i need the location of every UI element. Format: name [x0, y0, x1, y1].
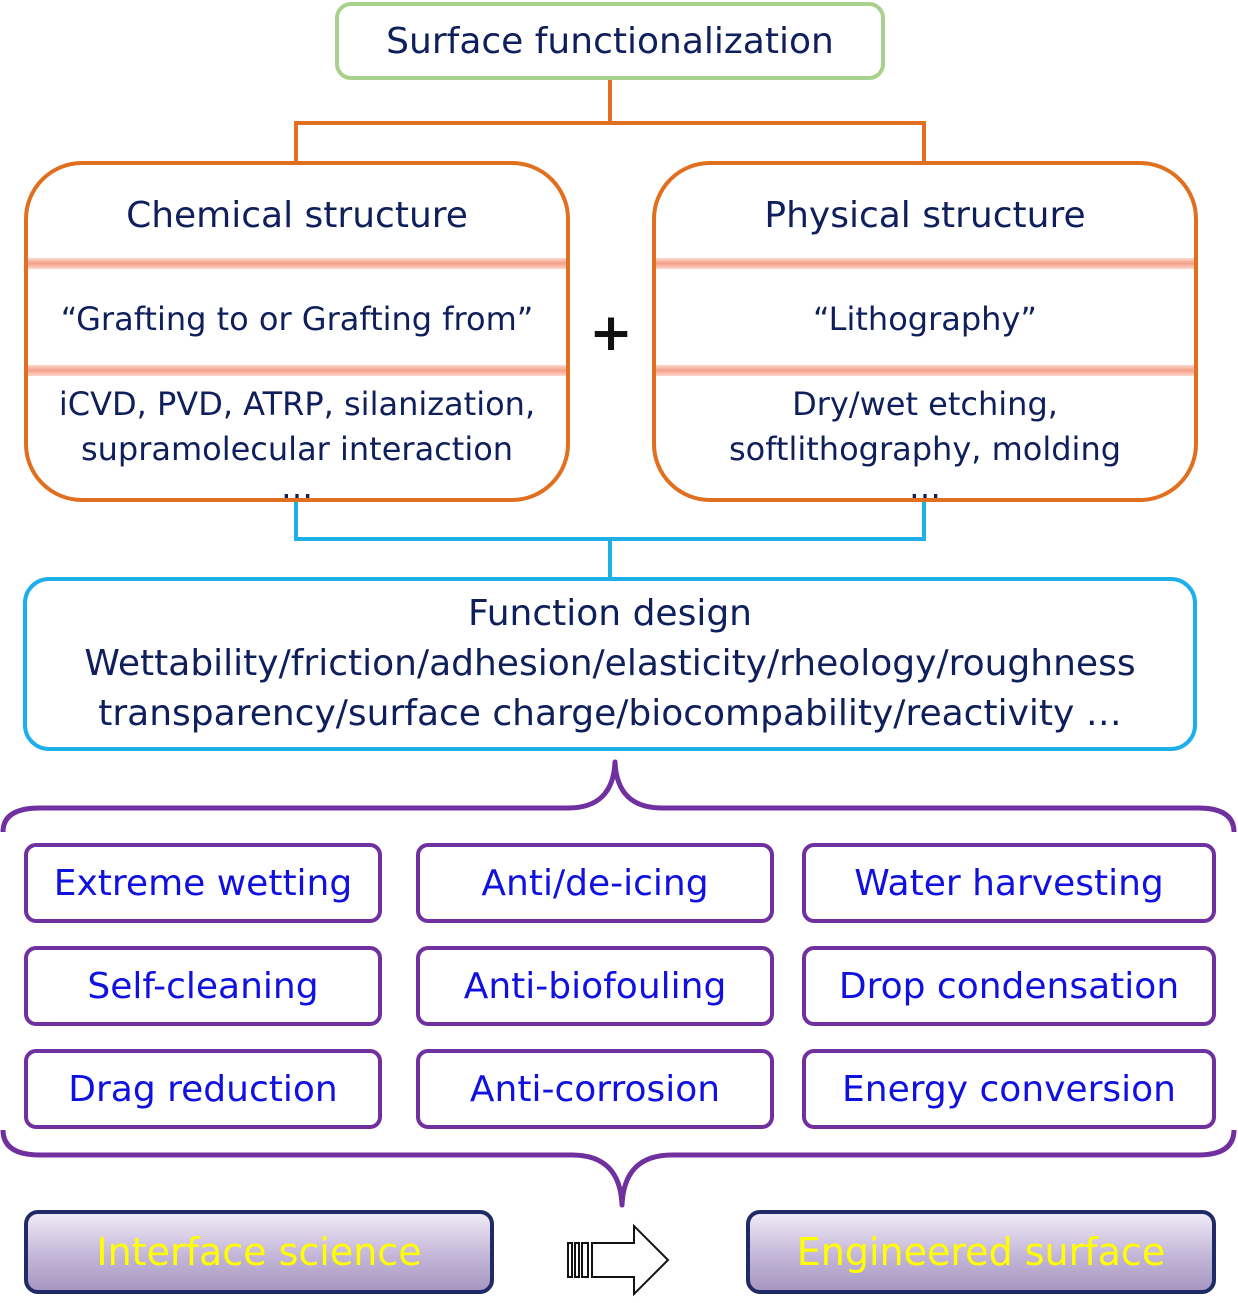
chemical-ellipsis: … [281, 468, 313, 502]
application-anti-de-icing: Anti/de-icing [416, 843, 774, 923]
chemical-subtitle: “Grafting to or Grafting from” [60, 300, 534, 338]
chemical-divider-top [28, 258, 566, 269]
physical-divider-bottom [656, 365, 1194, 376]
application-extreme-wetting: Extreme wetting [24, 843, 382, 923]
chemical-methods-line2: supramolecular interaction [80, 430, 514, 468]
chemical-methods: iCVD, PVD, ATRP, silanization, supramole… [28, 382, 566, 502]
purple-braces [0, 759, 1237, 1208]
chemical-title: Chemical structure [126, 194, 468, 236]
application-water-harvesting: Water harvesting [802, 843, 1216, 923]
chemical-structure-box: Chemical structure “Grafting to or Graft… [24, 161, 570, 502]
chemical-divider-bottom [28, 365, 566, 376]
blue-connector [294, 500, 926, 577]
physical-divider-top [656, 258, 1194, 269]
top-title: Surface functionalization [386, 20, 834, 62]
function-line2: transparency/surface charge/biocompabili… [98, 693, 1122, 734]
function-line1: Wettability/friction/adhesion/elasticity… [84, 643, 1136, 684]
application-drag-reduction: Drag reduction [24, 1049, 382, 1129]
orange-connector [294, 80, 926, 162]
surface-functionalization-box: Surface functionalization [335, 2, 885, 80]
application-anti-biofouling: Anti-biofouling [416, 946, 774, 1026]
physical-title: Physical structure [764, 194, 1086, 236]
application-self-cleaning: Self-cleaning [24, 946, 382, 1026]
function-title: Function design [468, 593, 752, 634]
physical-methods: Dry/wet etching, softlithography, moldin… [656, 382, 1194, 502]
physical-methods-line2: softlithography, molding [728, 430, 1122, 468]
interface-science-box: Interface science [24, 1210, 494, 1294]
physical-ellipsis: … [909, 468, 941, 502]
engineered-surface-box: Engineered surface [746, 1210, 1216, 1294]
plus-sign: + [589, 303, 633, 363]
function-design-box: Function design Wettability/friction/adh… [23, 577, 1197, 751]
application-drop-condensation: Drop condensation [802, 946, 1216, 1026]
physical-subtitle: “Lithography” [813, 300, 1037, 338]
application-anti-corrosion: Anti-corrosion [416, 1049, 774, 1129]
block-arrow [567, 1223, 670, 1297]
physical-structure-box: Physical structure “Lithography” Dry/wet… [652, 161, 1198, 502]
application-energy-conversion: Energy conversion [802, 1049, 1216, 1129]
chemical-methods-line1: iCVD, PVD, ATRP, silanization, [58, 385, 536, 423]
physical-methods-line1: Dry/wet etching, [792, 385, 1058, 423]
